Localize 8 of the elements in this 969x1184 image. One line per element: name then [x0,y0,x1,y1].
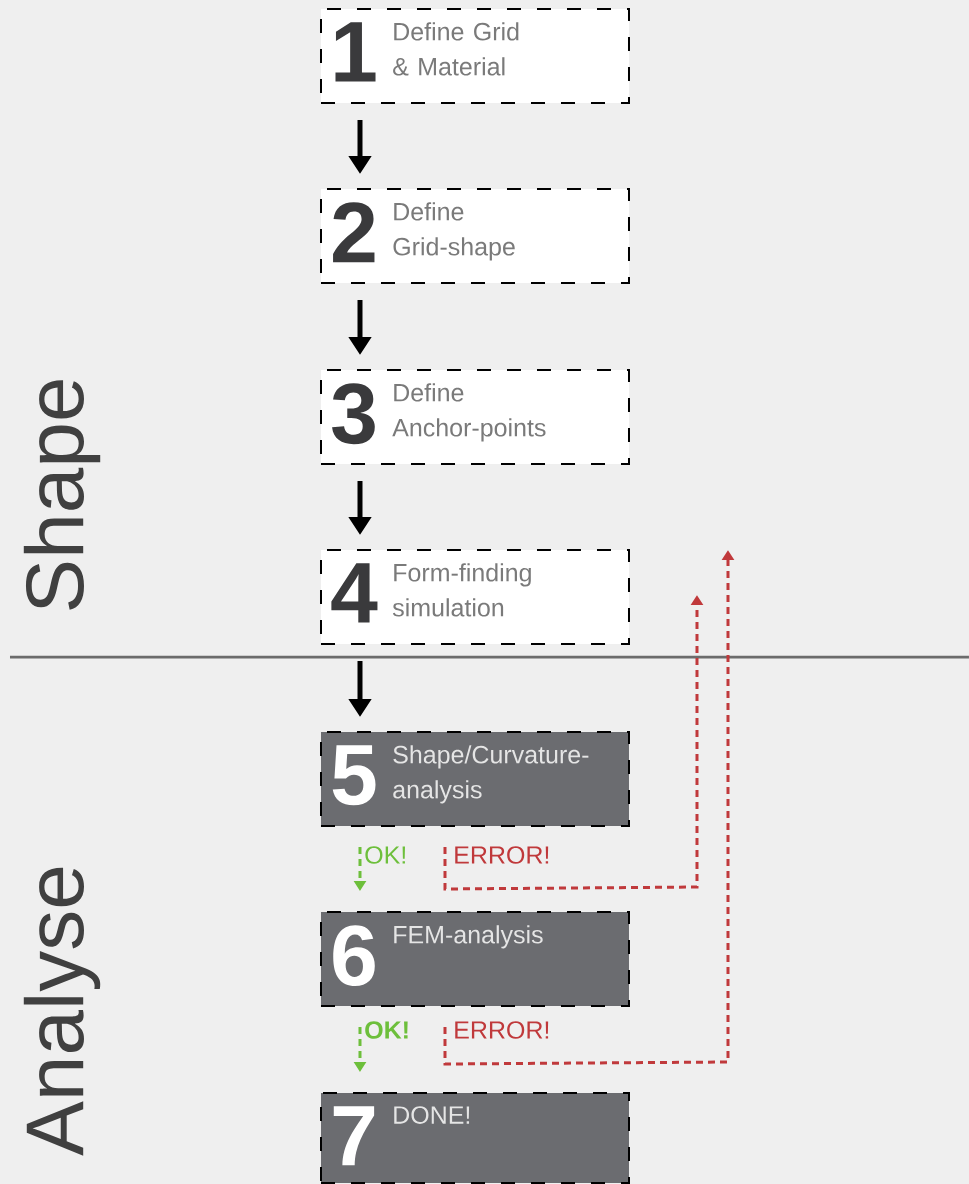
section-label: Shape [23,380,101,610]
edge-label: OK! [363,845,409,865]
process-box: 6 FEM-analysis [320,911,630,1007]
edge-label: OK! [363,1020,412,1040]
section-label: Analyse [23,867,101,1156]
edge-label: ERROR! [452,1020,552,1040]
process-box: 7 DONE! [320,1092,630,1184]
edge-label: ERROR! [452,845,552,865]
